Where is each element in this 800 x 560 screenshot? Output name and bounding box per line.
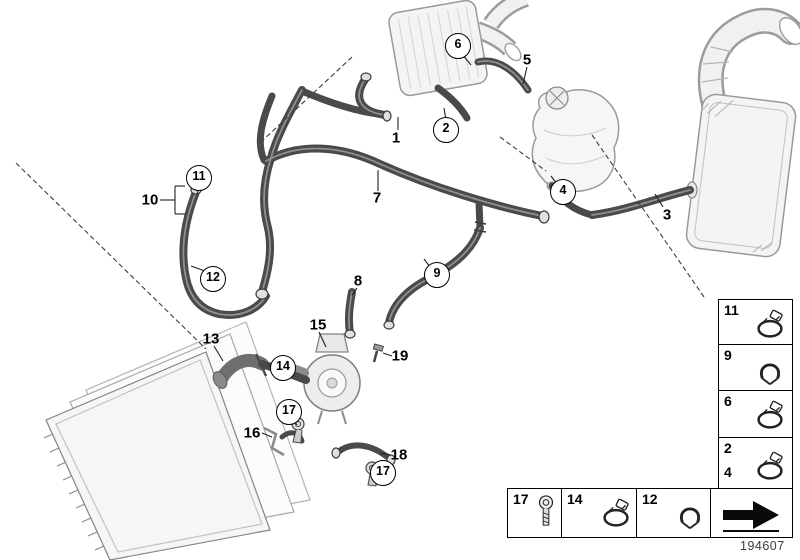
legend-item-9[interactable]: 9 [718,344,793,393]
construction-lines [15,56,705,350]
diagram-number: 194607 [740,539,785,553]
callout-label-18[interactable]: 18 [390,446,408,464]
hose-clamp-icon [603,498,629,527]
radiator [43,321,311,560]
legend-number-11: 11 [724,302,739,318]
legend-item-11[interactable]: 11 [718,299,793,347]
callout-label-13[interactable]: 13 [202,330,220,348]
callout-label-15[interactable]: 15 [309,316,327,334]
bolt-19 [372,343,384,363]
hose-10-12 [179,188,270,319]
legend-number-2: 2 [724,440,732,456]
callout-label-7[interactable]: 7 [372,189,382,207]
hose-18 [335,442,393,462]
callout-label-8[interactable]: 8 [353,272,363,290]
spring-clip-icon [679,507,701,529]
callout-balloon-9[interactable]: 9 [424,262,450,288]
legend-item-2-4[interactable]: 2 4 [718,437,793,491]
legend-item-6[interactable]: 6 [718,390,793,440]
bracket-16 [263,426,285,457]
spring-clip-icon [759,363,781,385]
legend-item-17[interactable]: 17 [507,488,564,538]
callout-label-5[interactable]: 5 [522,51,532,69]
legend-number-17: 17 [513,491,529,507]
hose-clamp-icon [757,400,783,429]
charge-air-duct [388,0,530,97]
hose-clamp-icon [757,309,783,338]
callout-balloon-11[interactable]: 11 [186,165,212,191]
legend-item-direction[interactable] [710,488,793,538]
legend-item-12[interactable]: 12 [636,488,713,538]
callout-label-10[interactable]: 10 [141,191,159,209]
callout-balloon-6[interactable]: 6 [445,33,471,59]
hose-clamp-icon [757,451,783,480]
callout-label-3[interactable]: 3 [662,206,672,224]
callout-label-1[interactable]: 1 [391,129,401,147]
legend-item-14[interactable]: 14 [561,488,639,538]
legend-number-4: 4 [724,464,732,480]
callout-balloon-4[interactable]: 4 [550,179,576,205]
legend-number-14: 14 [567,491,583,507]
hose-left-b [256,92,276,164]
legend-number-9: 9 [724,347,732,363]
legend-number-6: 6 [724,393,732,409]
callout-balloon-17b[interactable]: 17 [370,460,396,486]
intercooler-right [685,7,800,258]
direction-arrow-icon [723,501,779,532]
callout-balloon-2[interactable]: 2 [433,117,459,143]
callout-balloon-14[interactable]: 14 [270,355,296,381]
callout-label-19[interactable]: 19 [391,347,409,365]
callout-label-16[interactable]: 16 [243,424,261,442]
expansion-tank [531,86,620,193]
legend-number-12: 12 [642,491,658,507]
callout-balloon-12[interactable]: 12 [200,266,226,292]
callout-balloon-17a[interactable]: 17 [276,399,302,425]
hose-2 [434,84,471,122]
screw-icon [538,495,554,526]
hose-left-a [258,86,306,296]
